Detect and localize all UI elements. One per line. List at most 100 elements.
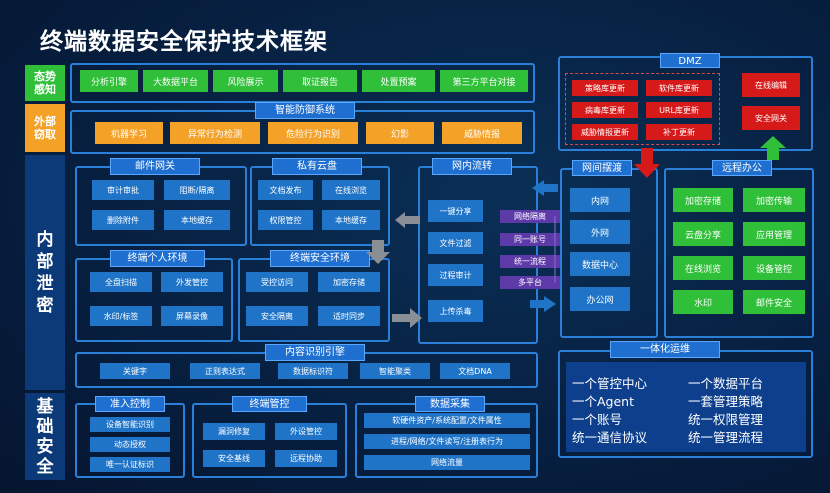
dmz-item: 威胁情报更新 — [572, 124, 638, 140]
secure-item: 适时同步 — [318, 306, 380, 326]
personal-item: 外发管控 — [161, 272, 223, 292]
remote-item: 在线浏览 — [673, 256, 733, 280]
flow-item: 过程审计 — [428, 264, 483, 286]
terminal-item: 外设管控 — [275, 423, 337, 440]
arrow-network-to-flow — [532, 180, 558, 196]
dmz-item: URL库更新 — [646, 102, 712, 118]
network-item: 外网 — [570, 220, 630, 244]
remote-item: 云盘分享 — [673, 222, 733, 246]
mail-item: 阻断/隔离 — [164, 180, 230, 200]
dmz-item: 病毒库更新 — [572, 102, 638, 118]
category-perception: 态势 感知 — [25, 65, 65, 101]
cloud-item: 本地缓存 — [322, 210, 380, 230]
content-item: 智能聚类 — [360, 363, 430, 379]
defense-item: 威胁情报 — [442, 122, 522, 144]
arrow-cloud-down — [366, 240, 390, 264]
terminal-header: 终端管控 — [232, 396, 307, 412]
page-title: 终端数据安全保护技术框架 — [40, 29, 328, 55]
network-header: 网间摆渡 — [572, 160, 632, 176]
dmz-right-item: 安全网关 — [742, 106, 800, 130]
arrow-secure-to-flow — [392, 308, 422, 328]
mail-item: 本地缓存 — [164, 210, 230, 230]
content-item: 正则表达式 — [190, 363, 260, 379]
personal-header: 终端个人环境 — [110, 250, 205, 267]
secure-item: 加密存储 — [318, 272, 380, 292]
personal-item: 屏幕录像 — [161, 306, 223, 326]
arrow-flow-to-cloud — [395, 212, 420, 228]
dmz-item: 软件库更新 — [646, 80, 712, 96]
defense-item: 异常行为检测 — [170, 122, 260, 144]
access-header: 准入控制 — [95, 396, 165, 412]
pill-item: 多平台 — [500, 276, 560, 289]
arrow-dmz-down — [634, 148, 660, 178]
network-item: 办公网 — [570, 287, 630, 311]
remote-item: 加密存储 — [673, 188, 733, 212]
arrow-flow-to-network — [530, 296, 556, 312]
ops-line: 统一通信协议 — [572, 430, 648, 445]
remote-header: 远程办公 — [712, 160, 772, 176]
collect-item: 软硬件资产/系统配置/文件属性 — [364, 413, 530, 428]
network-item: 数据中心 — [570, 252, 630, 276]
perception-item: 取证报告 — [283, 70, 357, 92]
mail-header: 邮件网关 — [110, 158, 200, 175]
dmz-update-group — [565, 73, 720, 145]
secure-header: 终端安全环境 — [270, 250, 370, 267]
secure-item: 受控访问 — [246, 272, 308, 292]
category-basic: 基 础 安 全 — [25, 393, 65, 480]
perception-item: 分析引擎 — [80, 70, 138, 92]
cloud-item: 在线浏览 — [322, 180, 380, 200]
cloud-header: 私有云盘 — [272, 158, 362, 175]
defense-item: 幻影 — [366, 122, 434, 144]
perception-item: 风险展示 — [213, 70, 278, 92]
pill-item: 统一流程 — [500, 255, 560, 268]
ops-line: 统一权限管理 — [688, 412, 764, 427]
cloud-item: 权限管控 — [258, 210, 313, 230]
dmz-item: 策略库更新 — [572, 80, 638, 96]
content-item: 文档DNA — [440, 363, 510, 379]
terminal-item: 漏洞修复 — [203, 423, 265, 440]
terminal-item: 安全基线 — [203, 450, 265, 467]
flow-item: 上传杀毒 — [428, 300, 483, 322]
terminal-item: 远程协助 — [275, 450, 337, 467]
remote-item: 邮件安全 — [743, 290, 805, 314]
defense-item: 机器学习 — [95, 122, 163, 144]
ops-line: 一套管理策略 — [688, 394, 764, 409]
personal-item: 全盘扫描 — [90, 272, 152, 292]
content-header: 内容识别引擎 — [265, 344, 365, 361]
remote-item: 应用管理 — [743, 222, 805, 246]
dmz-header: DMZ — [660, 53, 720, 68]
flow-item: 文件过滤 — [428, 232, 483, 254]
mail-item: 删除附件 — [92, 210, 154, 230]
flow-item: 一键分享 — [428, 200, 483, 222]
arrow-remote-up — [760, 136, 786, 160]
category-internal: 内 部 泄 密 — [25, 155, 65, 390]
personal-item: 水印/标签 — [90, 306, 152, 326]
mail-item: 审计审批 — [92, 180, 154, 200]
remote-item: 加密传输 — [743, 188, 805, 212]
perception-item: 大数据平台 — [143, 70, 208, 92]
content-item: 关键字 — [100, 363, 170, 379]
flow-header: 网内流转 — [432, 158, 512, 175]
cloud-item: 文档发布 — [258, 180, 313, 200]
collect-item: 网络流量 — [364, 455, 530, 470]
ops-line: 一个Agent — [572, 394, 634, 409]
defense-header: 智能防御系统 — [255, 102, 355, 119]
perception-item: 第三方平台对接 — [440, 70, 528, 92]
ops-header: 一体化运维 — [610, 341, 720, 358]
access-item: 唯一认证标识 — [90, 457, 170, 472]
remote-item: 设备管控 — [743, 256, 805, 280]
ops-line: 一个账号 — [572, 412, 623, 427]
access-item: 设备智能识别 — [90, 417, 170, 432]
secure-item: 安全隔离 — [246, 306, 308, 326]
remote-item: 水印 — [673, 290, 733, 314]
dmz-right-item: 在线编辑 — [742, 73, 800, 97]
collect-item: 进程/网络/文件读写/注册表行为 — [364, 434, 530, 449]
network-item: 内网 — [570, 188, 630, 212]
category-external: 外部 窃取 — [25, 104, 65, 152]
content-item: 数据标识符 — [278, 363, 348, 379]
collect-header: 数据采集 — [415, 396, 485, 412]
ops-content: 一个管控中心 一个数据平台 一个Agent 一套管理策略 一个账号 统一权限管理… — [566, 362, 806, 452]
ops-line: 统一管理流程 — [688, 430, 764, 445]
pill-item: 同一账号 — [500, 233, 560, 246]
